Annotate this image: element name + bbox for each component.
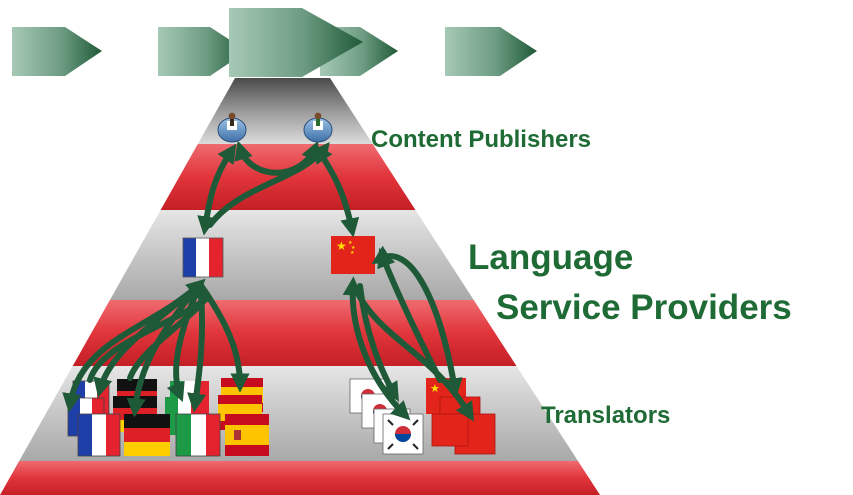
china-flag-icon (431, 413, 469, 447)
translators-label: Translators (541, 402, 671, 429)
svg-text:★: ★ (348, 240, 353, 246)
china-flag-icon: ★ ★ ★ ★ (331, 236, 375, 274)
process-arrow-highlighted (229, 8, 363, 77)
korea-flag-icon (382, 413, 424, 455)
svg-text:★: ★ (350, 250, 355, 256)
language-service-providers-label-line2: Service Providers (496, 288, 792, 327)
svg-text:★: ★ (336, 239, 347, 253)
flow-arrow (342, 276, 411, 421)
process-arrow-row (12, 8, 537, 77)
flow-arrow (87, 297, 208, 383)
pyramid-band-red (0, 461, 600, 495)
flow-arrow (197, 143, 237, 236)
language-service-providers-label-line1: Language (468, 238, 634, 277)
flow-arrow (207, 141, 330, 228)
content-publishers-label: Content Publishers (371, 126, 592, 153)
flow-arrow (166, 281, 203, 403)
flow-arrow (127, 293, 211, 381)
flow-arrow (377, 247, 443, 383)
germany-flag-icon (124, 414, 170, 456)
pyramid-band-red (0, 144, 600, 210)
flow-arrow (352, 285, 475, 422)
svg-text:★: ★ (430, 382, 440, 395)
process-arrow (445, 27, 537, 76)
france-flag-icon (77, 413, 121, 457)
publisher-person-icon (217, 112, 247, 143)
italy-flag-icon (175, 413, 221, 457)
workflow-arrows (62, 140, 475, 422)
svg-text:★: ★ (351, 245, 356, 251)
process-arrow (12, 27, 102, 76)
france-flag-icon (182, 237, 224, 278)
flow-arrow (234, 140, 320, 176)
publisher-person-icon (303, 112, 333, 143)
process-arrow (158, 27, 247, 76)
spain-flag-icon (225, 414, 269, 456)
